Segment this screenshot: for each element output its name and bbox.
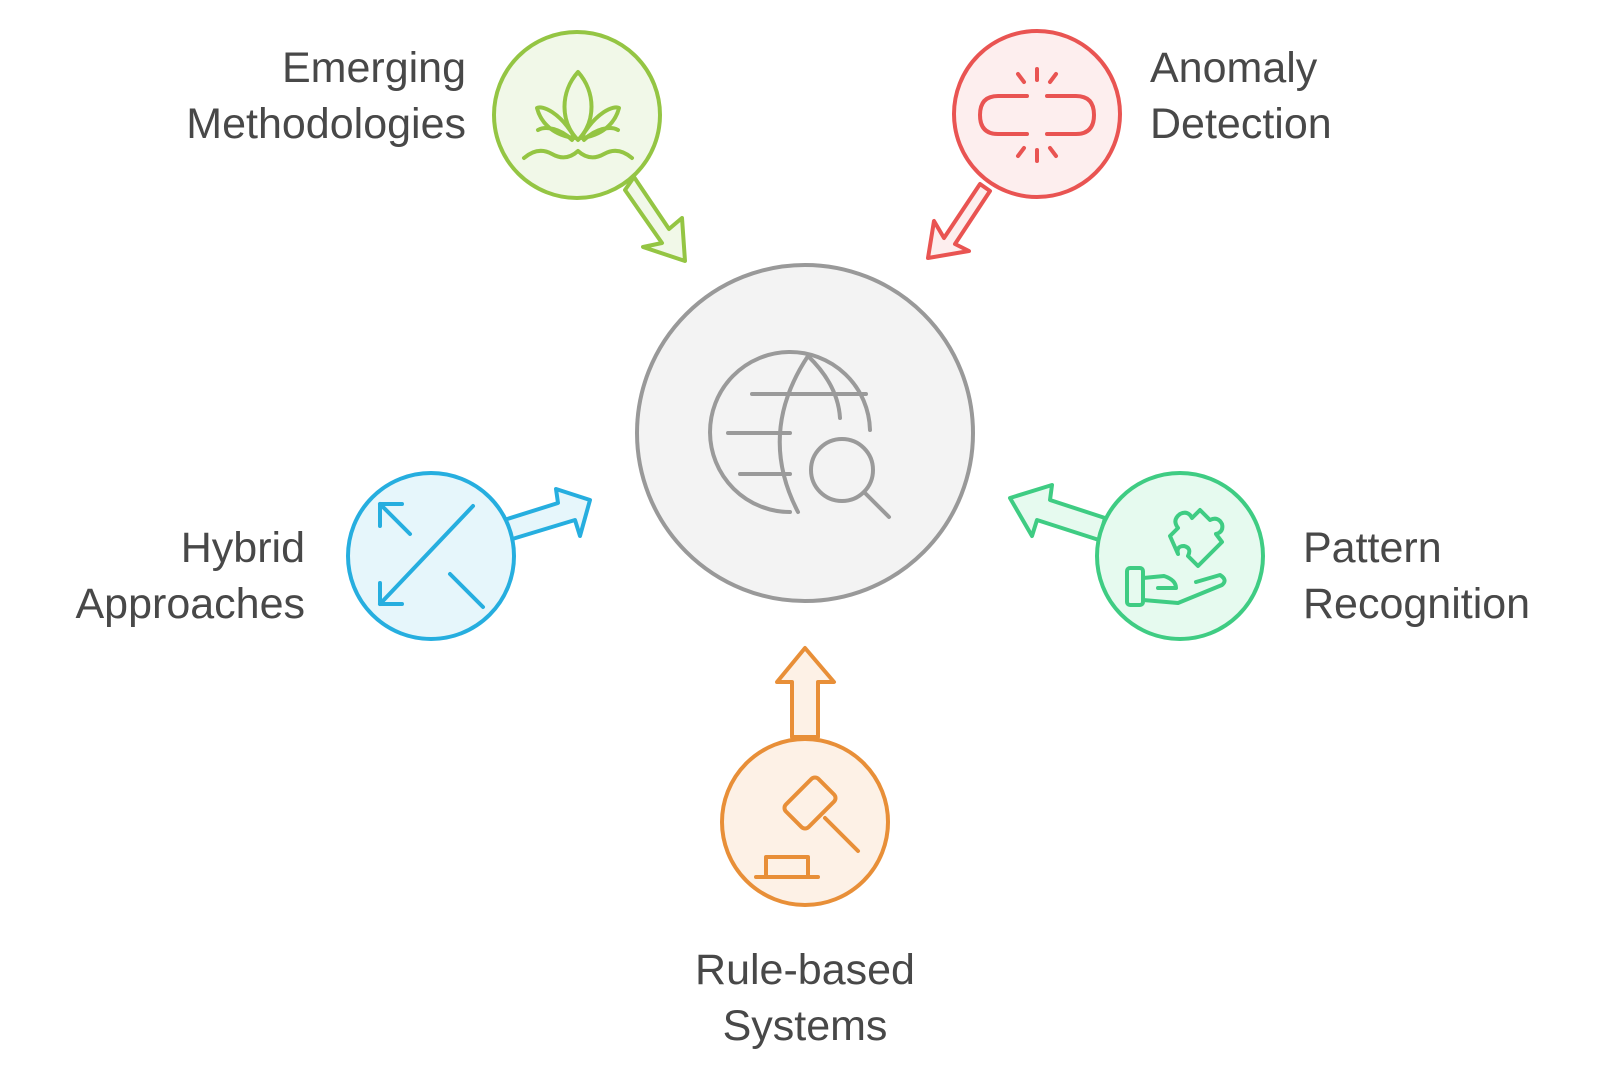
arrow-emerging [623,175,687,263]
label-emerging-methodologies: Emerging Methodologies [186,40,466,152]
label-anomaly-detection: Anomaly Detection [1150,40,1332,152]
arrow-anomaly [926,182,992,260]
label-pattern-recognition: Pattern Recognition [1303,520,1530,632]
arrow-pattern [1008,483,1107,542]
globe-search-icon [708,350,891,519]
label-line: Hybrid [180,524,305,572]
label-hybrid-approaches: Hybrid Approaches [76,520,306,632]
center-node [635,263,975,603]
label-line: Methodologies [186,100,466,148]
arrows-diagonal-icon [378,502,485,609]
puzzle-hand-icon [1125,508,1227,607]
label-line: Recognition [1303,580,1531,628]
node-emerging-methodologies [492,30,687,263]
plant-icon [522,70,634,160]
node-rule-based-systems [720,646,890,907]
arrow-hybrid [502,487,592,542]
label-line: Detection [1150,100,1332,148]
label-rule-based-systems: Rule-based Systems [655,942,955,1054]
gavel-icon [754,775,860,879]
label-line: Emerging [281,44,466,92]
label-line: Pattern [1303,524,1442,572]
node-hybrid-approaches [346,471,592,641]
label-line: Rule-based [695,946,915,994]
node-anomaly-detection [926,29,1122,260]
label-line: Anomaly [1150,44,1318,92]
broken-link-icon [977,67,1097,163]
label-line: Systems [722,1002,888,1050]
arrow-rule [775,646,836,739]
node-pattern-recognition [1008,471,1265,641]
label-line: Approaches [75,580,306,628]
